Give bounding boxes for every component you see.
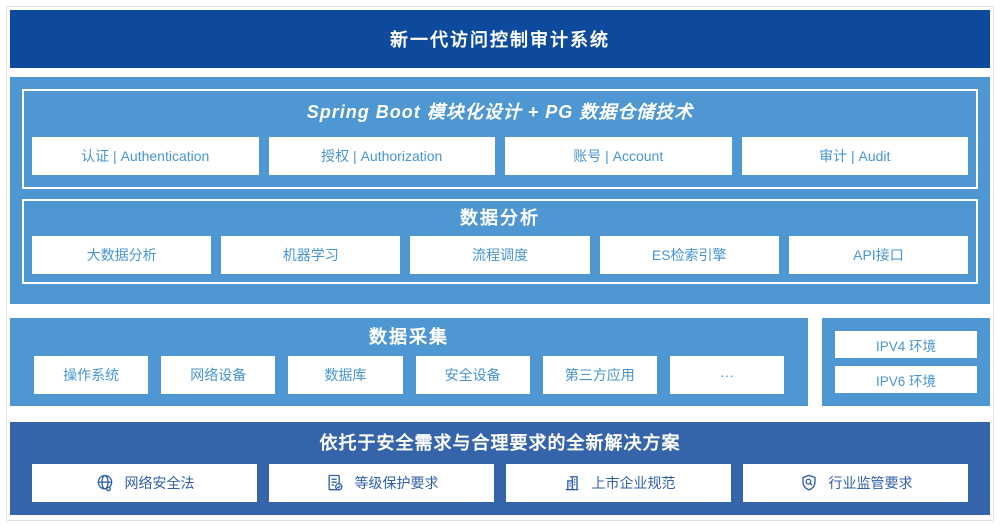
analysis-box: 大数据分析 bbox=[32, 236, 212, 274]
collection-box: 数据库 bbox=[288, 356, 403, 394]
analysis-section-title: 数据分析 bbox=[460, 208, 540, 228]
globe-icon bbox=[95, 473, 115, 493]
environment-box: IPV6 环境 bbox=[835, 366, 977, 393]
analysis-box: API接口 bbox=[788, 236, 969, 274]
module-box: 授权 | Authorization bbox=[268, 137, 495, 175]
collection-section-title: 数据采集 bbox=[369, 327, 449, 347]
analysis-box: 流程调度 bbox=[410, 236, 590, 274]
module-box: 账号 | Account bbox=[505, 137, 732, 175]
solution-box-label: 网络安全法 bbox=[124, 475, 195, 491]
module-box: 认证 | Authentication bbox=[32, 137, 259, 175]
solution-box: 上市企业规范 bbox=[506, 464, 731, 502]
environment-box: IPV4 环境 bbox=[835, 331, 977, 358]
solution-box: 等级保护要求 bbox=[269, 464, 494, 502]
solution-box-label: 等级保护要求 bbox=[354, 475, 439, 491]
analysis-box: ES检索引擎 bbox=[599, 236, 779, 274]
collection-box: ··· bbox=[669, 356, 785, 394]
spring-section: Spring Boot 模块化设计 + PG 数据仓储技术 认证 | Authe… bbox=[22, 89, 978, 189]
solution-section: 依托于安全需求与合理要求的全新解决方案 网络安全法 等级保护要求 上市企业规范 bbox=[10, 422, 990, 515]
shield-search-icon bbox=[799, 473, 819, 493]
platform-container: Spring Boot 模块化设计 + PG 数据仓储技术 认证 | Authe… bbox=[10, 77, 990, 304]
document-check-icon bbox=[325, 473, 345, 493]
main-title: 新一代访问控制审计系统 bbox=[390, 30, 610, 50]
main-title-banner: 新一代访问控制审计系统 bbox=[10, 10, 990, 68]
collection-section: 数据采集 操作系统 网络设备 数据库 安全设备 第三方应用 ··· bbox=[10, 318, 808, 406]
collection-box: 第三方应用 bbox=[542, 356, 657, 394]
analysis-row: 大数据分析 机器学习 流程调度 ES检索引擎 API接口 bbox=[24, 236, 976, 274]
collection-box: 安全设备 bbox=[415, 356, 530, 394]
module-row: 认证 | Authentication 授权 | Authorization 账… bbox=[24, 137, 976, 175]
spring-section-title: Spring Boot 模块化设计 + PG 数据仓储技术 bbox=[306, 102, 694, 122]
building-icon bbox=[562, 473, 582, 493]
collection-box: 网络设备 bbox=[161, 356, 276, 394]
environment-panel: IPV4 环境 IPV6 环境 bbox=[822, 318, 990, 406]
solution-box-label: 上市企业规范 bbox=[591, 475, 676, 491]
solution-box: 行业监管要求 bbox=[743, 464, 968, 502]
solution-section-title: 依托于安全需求与合理要求的全新解决方案 bbox=[319, 433, 681, 453]
solution-row: 网络安全法 等级保护要求 上市企业规范 行业监管要求 bbox=[32, 464, 968, 502]
solution-box-label: 行业监管要求 bbox=[828, 475, 913, 491]
analysis-section: 数据分析 大数据分析 机器学习 流程调度 ES检索引擎 API接口 bbox=[22, 199, 978, 284]
collection-row: 操作系统 网络设备 数据库 安全设备 第三方应用 ··· bbox=[34, 356, 785, 394]
solution-box: 网络安全法 bbox=[32, 464, 257, 502]
analysis-box: 机器学习 bbox=[221, 236, 401, 274]
module-box: 审计 | Audit bbox=[741, 137, 968, 175]
collection-box: 操作系统 bbox=[34, 356, 149, 394]
